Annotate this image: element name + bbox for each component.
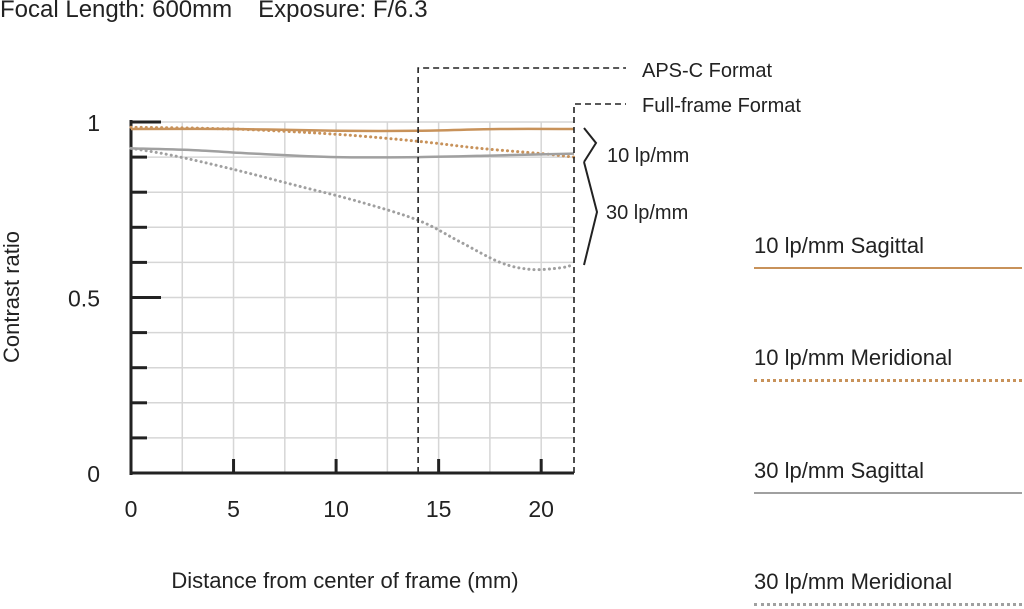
aps-c-boundary-line [417, 67, 626, 473]
full-frame-format-label: Full-frame Format [642, 95, 801, 117]
y-tick-label: 0.5 [68, 286, 100, 312]
series-line-3 [129, 146, 576, 272]
series-line-2 [130, 147, 575, 159]
legend-label: 30 lp/mm Meridional [754, 569, 953, 594]
aps-c-format-label: APS-C Format [642, 60, 772, 82]
legend-swatch [754, 267, 1022, 269]
chart-grid [131, 121, 574, 473]
tick-labels: 0 5 10 15 20 0 0.5 1 [68, 110, 554, 522]
x-axis-label: Distance from center of frame (mm) [171, 568, 518, 593]
y-tick-label: 1 [87, 110, 100, 136]
y-axis-label: Contrast ratio [0, 231, 24, 363]
bracket-30-label: 30 lp/mm [606, 202, 688, 224]
legend-label: 10 lp/mm Meridional [754, 345, 953, 370]
legend-label: 30 lp/mm Sagittal [754, 458, 924, 483]
focal-length-label: Focal Length: 600mm [0, 0, 233, 23]
y-tick-label: 0 [87, 461, 100, 487]
legend-label: 10 lp/mm Sagittal [754, 233, 924, 258]
chart-series [129, 125, 576, 272]
full-frame-boundary-line [573, 103, 626, 473]
x-tick-label: 20 [528, 496, 554, 522]
series-line-0 [130, 127, 575, 133]
exposure-label: Exposure: F/6.3 [258, 0, 428, 23]
chart-header: Focal Length: 600mm Exposure: F/6.3 [0, 0, 454, 24]
x-tick-label: 0 [125, 496, 138, 522]
x-tick-label: 10 [323, 496, 349, 522]
bracket-30-lpmm [583, 161, 599, 266]
bracket-10-lpmm [583, 127, 598, 163]
x-tick-label: 5 [227, 496, 240, 522]
legend-item-10-sagittal: 10 lp/mm Sagittal [754, 233, 1024, 269]
chart-axes [129, 120, 574, 475]
legend-item-10-meridional: 10 lp/mm Meridional [754, 345, 1024, 382]
legend-swatch [754, 492, 1022, 494]
legend-swatch [754, 379, 1022, 382]
x-tick-label: 15 [426, 496, 452, 522]
bracket-10-label: 10 lp/mm [607, 145, 689, 167]
legend-item-30-sagittal: 30 lp/mm Sagittal [754, 458, 1024, 494]
legend-item-30-meridional: 30 lp/mm Meridional [754, 569, 1024, 606]
legend-swatch [754, 603, 1022, 606]
